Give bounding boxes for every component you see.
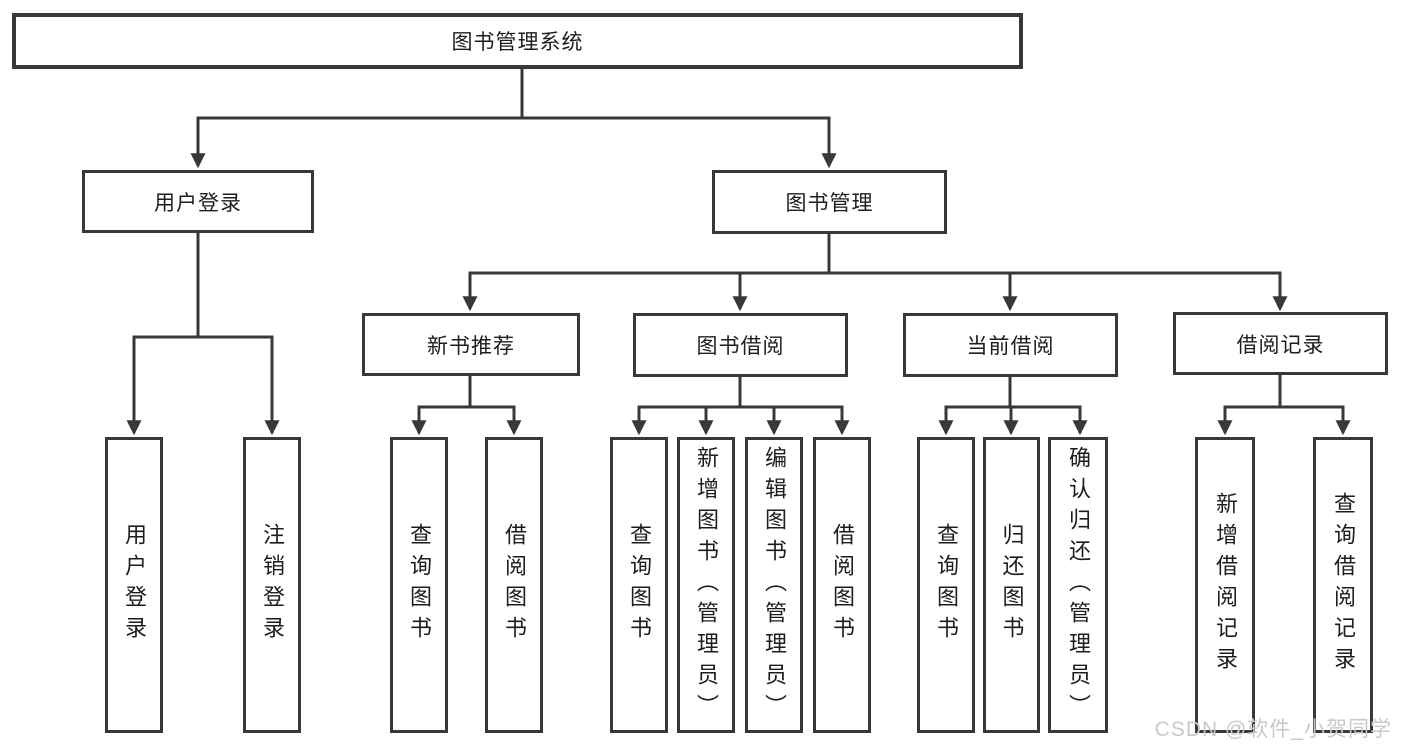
leaf-borrow-books: 借阅图书: [813, 437, 871, 733]
leaf-query-books-recommend: 查询图书: [390, 437, 448, 733]
node-label: 用户登录: [122, 523, 147, 647]
leaf-add-borrow-record: 新增借阅记录: [1195, 437, 1255, 733]
node-current-borrowing: 当前借阅: [903, 313, 1118, 377]
node-label: 归还图书: [999, 523, 1025, 647]
leaf-add-books-admin: 新增图书（管理员）: [677, 437, 735, 733]
node-label: 借阅图书: [830, 523, 855, 647]
node-label: 查询图书: [934, 523, 959, 647]
node-label: 编辑图书（管理员）: [762, 445, 787, 725]
node-label: 图书管理系统: [451, 31, 584, 54]
node-label: 图书借阅: [696, 335, 785, 358]
node-label: 确认归还（管理员）: [1066, 445, 1091, 725]
node-label: 新增图书（管理员）: [694, 445, 719, 725]
node-label: 查询图书: [407, 523, 432, 647]
node-label: 查询借阅记录: [1331, 492, 1356, 678]
node-book-management: 图书管理: [712, 170, 947, 234]
node-label: 用户登录: [154, 191, 242, 215]
csdn-watermark: CSDN @软件_小贺同学: [1154, 718, 1392, 741]
node-label: 新书推荐: [427, 334, 515, 358]
leaf-return-books: 归还图书: [983, 437, 1040, 733]
node-borrowing-records: 借阅记录: [1173, 312, 1388, 375]
leaf-query-books-borrowing: 查询图书: [610, 437, 668, 733]
node-new-book-recommend: 新书推荐: [362, 313, 580, 376]
node-label: 当前借阅: [966, 335, 1055, 358]
leaf-query-borrow-record: 查询借阅记录: [1313, 437, 1373, 733]
node-book-borrowing: 图书借阅: [633, 313, 848, 377]
node-label: 借阅图书: [502, 523, 527, 647]
leaf-confirm-return-admin: 确认归还（管理员）: [1048, 437, 1108, 733]
node-label: 图书管理: [785, 192, 874, 215]
node-library-management-system: 图书管理系统: [12, 13, 1023, 69]
leaf-logout: 注销登录: [243, 437, 301, 733]
node-label: 借阅记录: [1236, 333, 1325, 357]
leaf-user-login: 用户登录: [105, 437, 163, 733]
node-label: 注销登录: [260, 523, 285, 647]
leaf-edit-books-admin: 编辑图书（管理员）: [745, 437, 803, 733]
leaf-borrow-books-recommend: 借阅图书: [485, 437, 543, 733]
node-user-login: 用户登录: [82, 170, 314, 233]
node-label: 查询图书: [627, 523, 652, 647]
leaf-query-books-current: 查询图书: [917, 437, 975, 733]
node-label: 新增借阅记录: [1213, 492, 1238, 678]
